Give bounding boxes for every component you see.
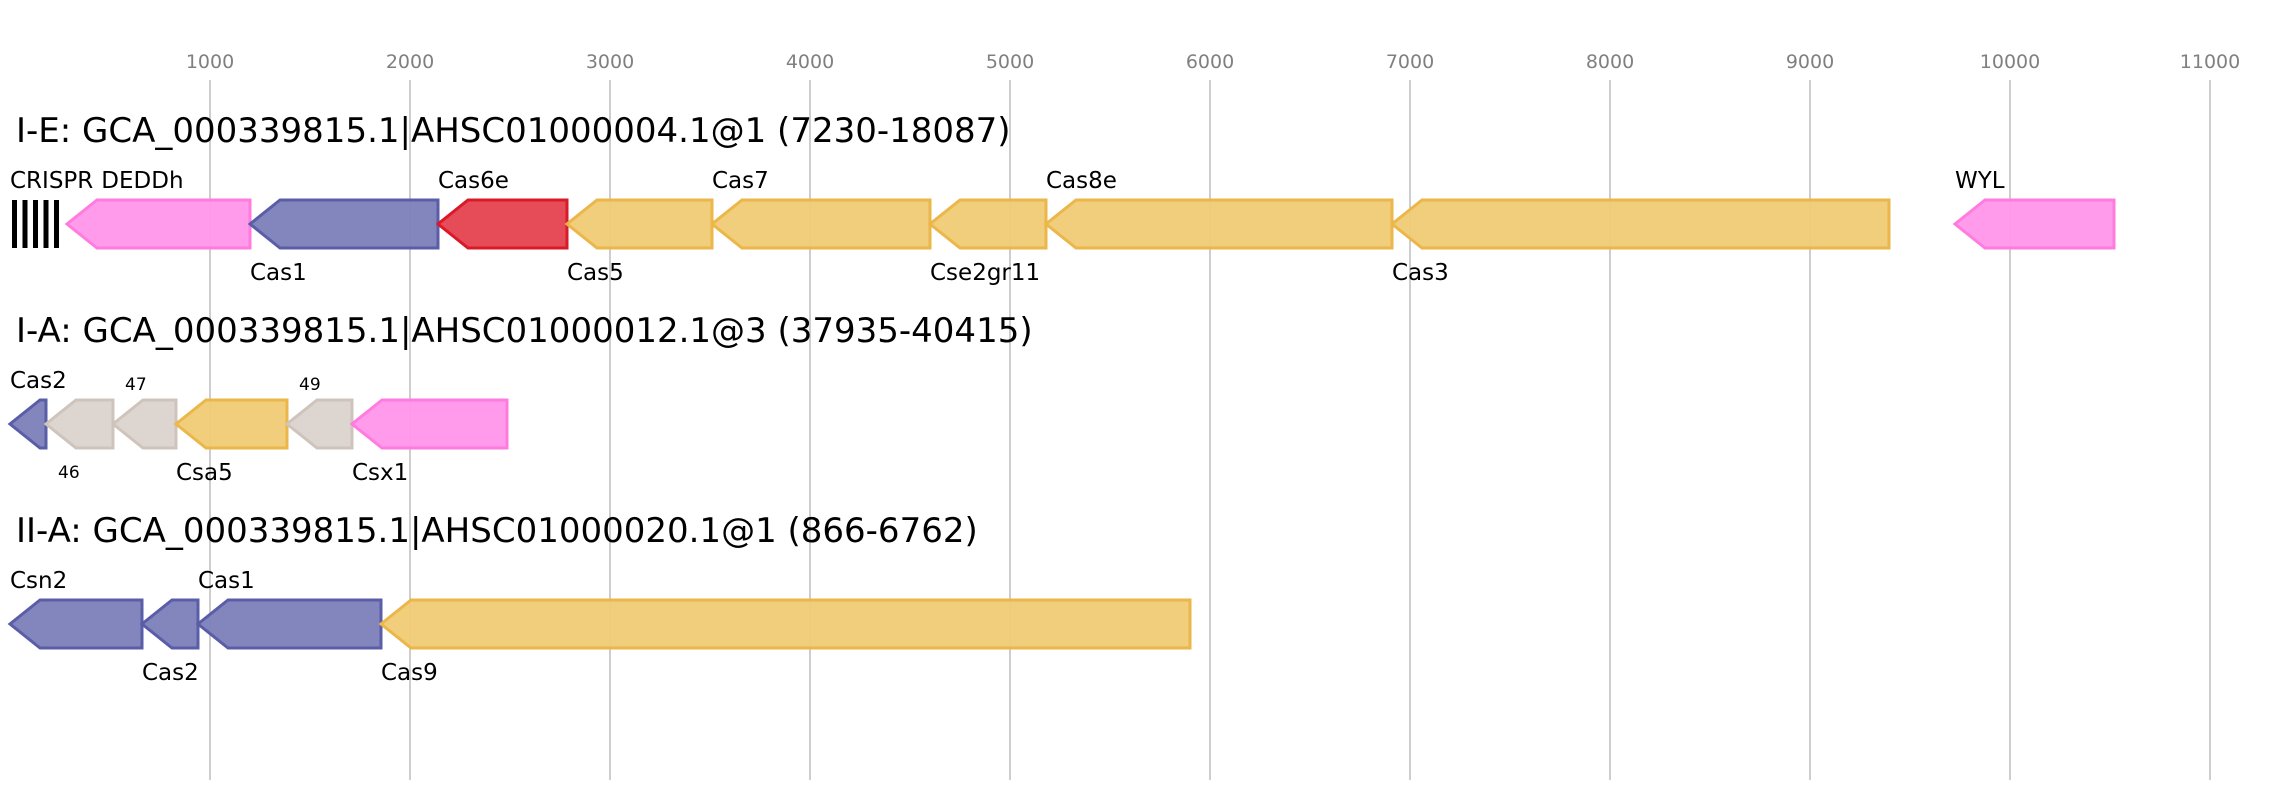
gene-cas1[interactable]: Cas1	[195, 568, 383, 650]
gene-arrow[interactable]	[284, 398, 354, 450]
gene-wyl[interactable]: WYL	[1952, 168, 2116, 250]
gene-cas2[interactable]: Cas2	[7, 368, 67, 450]
gene-cas8e[interactable]: Cas8e	[1043, 168, 1394, 250]
crispr-repeat	[54, 200, 59, 248]
axis-tick-label: 3000	[586, 51, 634, 73]
gene-label: 49	[299, 375, 321, 395]
gene-label: Cas8e	[1046, 168, 1117, 194]
gene-label: Cas7	[712, 168, 769, 194]
gene-arrow[interactable]	[1952, 198, 2116, 250]
gene-arrow[interactable]	[709, 198, 932, 250]
gene-label: Cse2gr11	[930, 260, 1040, 286]
gene-arrow[interactable]	[110, 398, 178, 450]
gene-arrow[interactable]	[564, 198, 714, 250]
gene-arrow[interactable]	[7, 398, 48, 450]
gene-label: Cas5	[567, 260, 624, 286]
axis-tick-label: 10000	[1980, 51, 2040, 73]
axis: 1000 2000 3000 4000 5000 6000 7000 8000 9000 1000…	[186, 51, 2240, 780]
axis-tick-label: 4000	[786, 51, 834, 73]
gene-label: 47	[125, 375, 147, 395]
gene-label: Cas2	[142, 660, 199, 686]
gene-cas1[interactable]: Cas1	[247, 198, 440, 286]
crispr-repeat	[43, 200, 49, 248]
crispr-repeat	[33, 200, 38, 248]
locus-track: I-E: GCA_000339815.1|AHSC01000004.1@1 (7…	[10, 111, 2116, 286]
gene-arrow[interactable]	[927, 198, 1048, 250]
gene-cas3[interactable]: Cas3	[1389, 198, 1891, 286]
gene-cas5[interactable]: Cas5	[564, 198, 714, 286]
gene-deddh[interactable]: DEDDh	[64, 168, 252, 250]
gene-arrow[interactable]	[7, 598, 144, 650]
gene-label: WYL	[1955, 168, 2005, 194]
axis-tick-label: 2000	[386, 51, 434, 73]
axis-tick-label: 1000	[186, 51, 234, 73]
gene-label: Csa5	[176, 460, 233, 486]
gene-arrow[interactable]	[378, 598, 1192, 650]
gene-csn2[interactable]: Csn2	[7, 568, 144, 650]
crispr-repeat	[22, 200, 28, 248]
gene-label: Cas1	[250, 260, 307, 286]
gene-arrow[interactable]	[195, 598, 383, 650]
axis-tick-label: 7000	[1386, 51, 1434, 73]
crispr-repeat	[12, 200, 17, 248]
axis-tick-label: 11000	[2180, 51, 2240, 73]
gene-arrow[interactable]	[173, 398, 289, 450]
gene-cse2gr11[interactable]: Cse2gr11	[927, 198, 1048, 286]
gene-cas6e[interactable]: Cas6e	[435, 168, 569, 250]
gene-label: CRISPR	[10, 168, 93, 194]
gene-label: Cas9	[381, 660, 438, 686]
axis-tick-label: 5000	[986, 51, 1034, 73]
gene-arrow[interactable]	[1389, 198, 1891, 250]
axis-tick-label: 8000	[1586, 51, 1634, 73]
gene-label: Csx1	[352, 460, 408, 486]
gene-46[interactable]: 46	[43, 398, 115, 483]
gene-cas2[interactable]: Cas2	[139, 598, 200, 686]
locus-title: I-A: GCA_000339815.1|AHSC01000012.1@3 (3…	[16, 311, 1033, 351]
gene-label: Cas2	[10, 368, 67, 394]
gene-cas7[interactable]: Cas7	[709, 168, 932, 250]
gene-csa5[interactable]: Csa5	[173, 398, 289, 486]
gene-label: Csn2	[10, 568, 67, 594]
locus-title: II-A: GCA_000339815.1|AHSC01000020.1@1 (…	[16, 511, 978, 551]
gene-label: Cas1	[198, 568, 255, 594]
locus-title: I-E: GCA_000339815.1|AHSC01000004.1@1 (7…	[16, 111, 1011, 151]
gene-arrow[interactable]	[64, 198, 252, 250]
axis-tick-label: 9000	[1786, 51, 1834, 73]
gene-label: DEDDh	[101, 168, 183, 194]
gene-label: Cas6e	[438, 168, 509, 194]
locus-track: II-A: GCA_000339815.1|AHSC01000020.1@1 (…	[7, 511, 1192, 686]
gene-arrow[interactable]	[43, 398, 115, 450]
locus-track: I-A: GCA_000339815.1|AHSC01000012.1@3 (3…	[7, 311, 1033, 486]
gene-arrow[interactable]	[247, 198, 440, 250]
gene-csx1[interactable]: Csx1	[349, 398, 509, 486]
gene-arrow[interactable]	[139, 598, 200, 650]
gene-47[interactable]: 47	[110, 375, 178, 450]
gene-arrow[interactable]	[1043, 198, 1394, 250]
gene-arrow[interactable]	[349, 398, 509, 450]
gene-label: 46	[58, 463, 80, 483]
gene-cas9[interactable]: Cas9	[378, 598, 1192, 686]
gene-arrow[interactable]	[435, 198, 569, 250]
gene-label: Cas3	[1392, 260, 1449, 286]
axis-tick-label: 6000	[1186, 51, 1234, 73]
gene-crispr[interactable]: CRISPR	[10, 168, 93, 248]
gene-49[interactable]: 49	[284, 375, 354, 450]
